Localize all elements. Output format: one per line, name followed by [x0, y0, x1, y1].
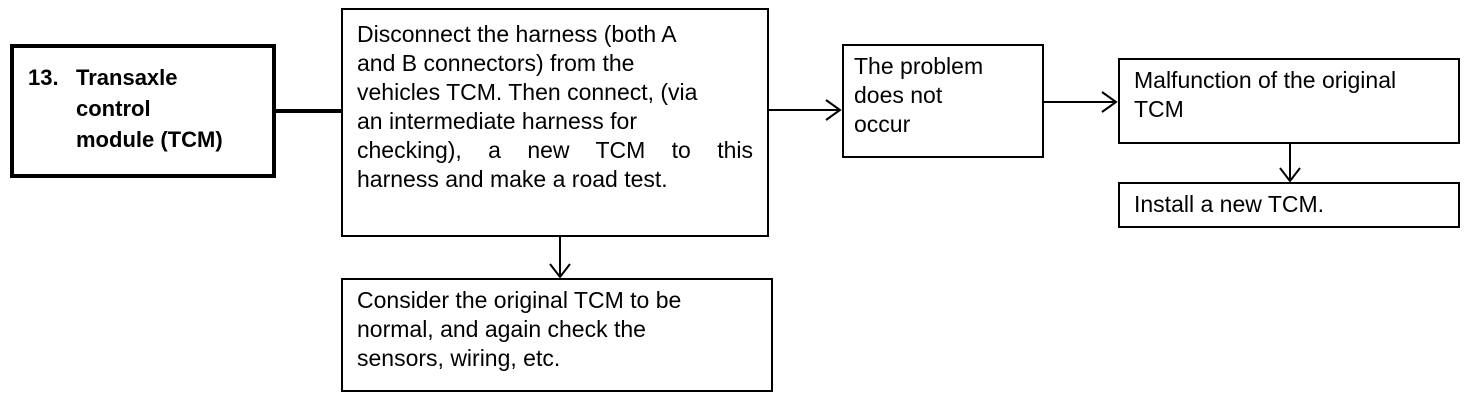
procedure-line: and B connectors) from the	[357, 50, 635, 76]
arrow-procedure-to-consider	[549, 237, 571, 279]
procedure-line: Disconnect the harness (both A	[357, 21, 677, 47]
node-label: Install a new TCM.	[1134, 191, 1325, 217]
node-label: The problem does not occur	[854, 53, 984, 137]
node-consider-original-tcm-normal: Consider the original TCM to be normal, …	[341, 278, 773, 392]
procedure-line: vehicles TCM. Then connect, (via	[357, 79, 698, 105]
node-problem-does-not-occur: The problem does not occur	[842, 44, 1044, 158]
node-label: Transaxle control module (TCM)	[76, 65, 223, 152]
procedure-line: an intermediate harness for	[357, 108, 637, 134]
node-label: Malfunction of the original TCM	[1134, 67, 1397, 122]
node-number: 13.	[28, 65, 59, 90]
node-install-new-tcm: Install a new TCM.	[1118, 182, 1460, 228]
arrow-no-problem-to-malfunction	[1044, 91, 1118, 113]
arrow-malfunction-to-install	[1279, 144, 1301, 183]
node-malfunction-original-tcm: Malfunction of the original TCM	[1118, 58, 1460, 144]
node-test-procedure: Disconnect the harness (both A and B con…	[341, 8, 769, 237]
procedure-line: harness and make a road test.	[357, 166, 668, 192]
node-label: Consider the original TCM to be normal, …	[357, 287, 682, 371]
procedure-line: checking), a new TCM to this	[357, 137, 753, 163]
arrow-procedure-to-no-problem	[769, 99, 842, 121]
node-transaxle-control-module: 13. Transaxle control module (TCM)	[10, 44, 276, 178]
